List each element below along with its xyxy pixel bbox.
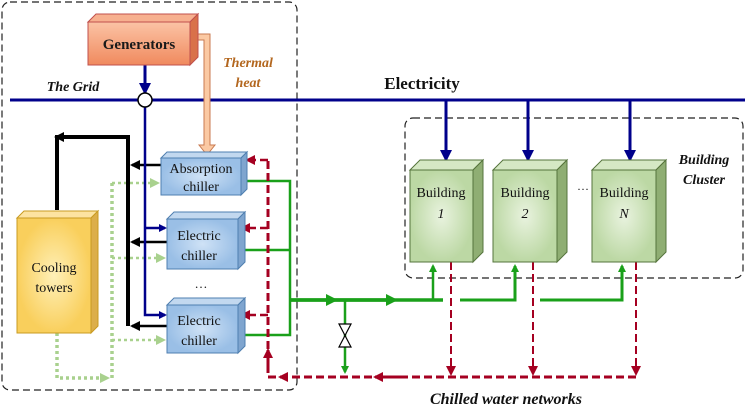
building-2-id: 2: [522, 207, 529, 222]
chilled-return-lines: [240, 155, 641, 382]
electric-chiller-2-label-2: chiller: [181, 334, 217, 349]
electric-chiller-1-label-2: chiller: [181, 249, 217, 264]
building-cluster-boundary: [404, 117, 744, 279]
electric-chiller-1-box: [165, 210, 247, 271]
building-cluster-label-1: Building: [678, 153, 730, 168]
electricity-label: Electricity: [384, 74, 460, 93]
building-1-box: [408, 158, 485, 264]
grid-node: [137, 92, 153, 108]
building-1-label: Building: [416, 186, 465, 201]
electric-chiller-1-label-1: Electric: [177, 229, 221, 244]
building-cluster-label-2: Cluster: [683, 173, 726, 188]
building-n-box: [590, 158, 668, 264]
electricity-lines: [10, 64, 745, 319]
electric-chiller-2-label-1: Electric: [177, 314, 221, 329]
building-2-label: Building: [500, 186, 549, 201]
building-1-id: 1: [438, 207, 445, 222]
generators-box: [86, 12, 200, 67]
absorption-chiller-box: [159, 150, 249, 197]
chiller-ellipsis: …: [195, 276, 208, 291]
cooling-towers-label-1: Cooling: [31, 261, 76, 276]
electric-chiller-2-box: [165, 296, 247, 355]
building-2-box: [491, 158, 569, 264]
building-ellipsis: ···: [577, 182, 589, 196]
thermal-heat-label-1: Thermal: [223, 56, 273, 71]
building-n-id: N: [618, 207, 629, 222]
cooling-water-lines: [55, 178, 166, 383]
chilled-water-networks-label: Chilled water networks: [430, 391, 582, 408]
chilled-supply-lines: [238, 179, 626, 374]
plant-boundary: [1, 1, 298, 391]
cooling-towers-box: [15, 209, 100, 335]
absorption-chiller-label-1: Absorption: [170, 162, 233, 177]
generators-label: Generators: [103, 37, 176, 53]
thermal-heat-label-2: heat: [236, 76, 262, 91]
building-n-label: Building: [599, 186, 648, 201]
absorption-chiller-label-2: chiller: [183, 180, 219, 195]
heat-rejection-lines: [54, 132, 167, 331]
bypass-valve-icon: [338, 323, 352, 348]
grid-label: The Grid: [47, 80, 101, 95]
cooling-towers-label-2: towers: [35, 281, 72, 296]
